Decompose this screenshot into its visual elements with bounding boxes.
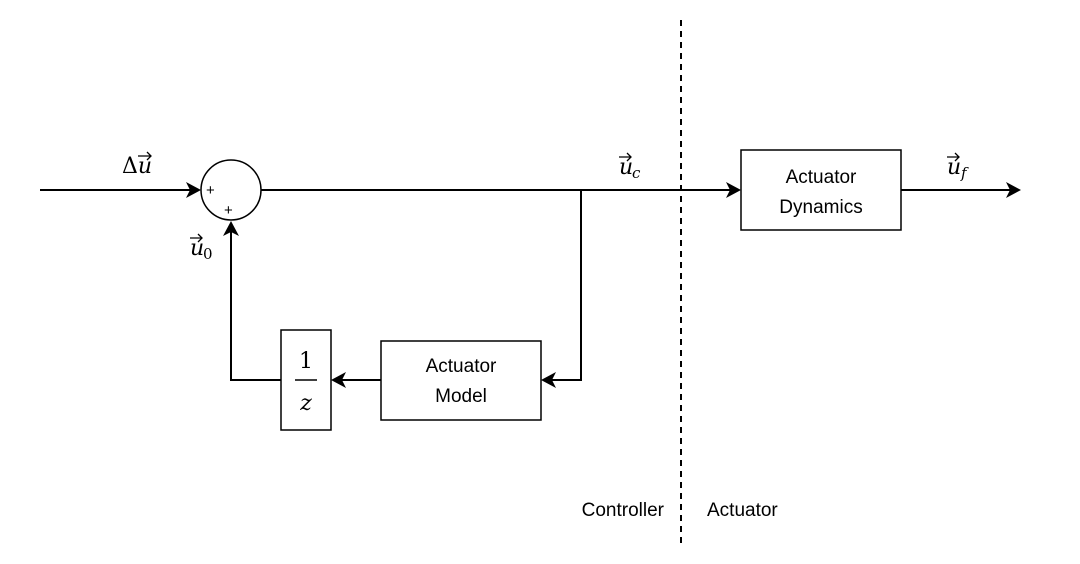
u-0-label: u 0 [190, 233, 213, 263]
svg-text:Δu: Δu [122, 154, 152, 179]
svg-text:0: 0 [203, 245, 213, 263]
control-signal-arrowhead [726, 182, 741, 198]
output-arrowhead [1006, 182, 1021, 198]
summer-plus-bottom: + [224, 202, 233, 219]
feedback-branch-arrowhead [541, 372, 556, 388]
actuator-dynamics-label-line1: Actuator [786, 167, 857, 188]
feedback-branch-line [552, 190, 582, 381]
svg-text:c: c [632, 164, 641, 182]
summer-plus-top: + [206, 182, 215, 199]
delay-to-summer-line [230, 232, 281, 381]
svg-text:f: f [960, 164, 969, 182]
u-c-label: u c [619, 152, 641, 182]
actuator-model-label-line1: Actuator [426, 356, 497, 377]
u-f-label: u f [947, 152, 969, 182]
model-to-delay-arrowhead [331, 372, 346, 388]
actuator-dynamics-block [740, 149, 902, 231]
delay-numerator: 1 [299, 349, 313, 374]
delay-denominator: z [299, 391, 312, 416]
svg-text:u: u [190, 236, 204, 261]
actuator-region-label: Actuator [707, 500, 778, 521]
vector-arrow-glyph [138, 151, 152, 161]
vector-arrow-glyph [947, 152, 960, 162]
actuator-model-block [380, 340, 542, 421]
delay-to-summer-arrowhead [223, 221, 239, 236]
vector-arrow-glyph [190, 233, 203, 243]
delta-u-label: Δu [122, 151, 152, 179]
svg-text:u: u [947, 155, 961, 180]
svg-text:u: u [619, 155, 633, 180]
actuator-dynamics-label-line2: Dynamics [779, 197, 862, 218]
actuator-model-label-line2: Model [435, 386, 487, 407]
controller-region-label: Controller [582, 500, 665, 521]
vector-arrow-glyph [619, 152, 632, 162]
input-arrowhead [186, 182, 201, 198]
